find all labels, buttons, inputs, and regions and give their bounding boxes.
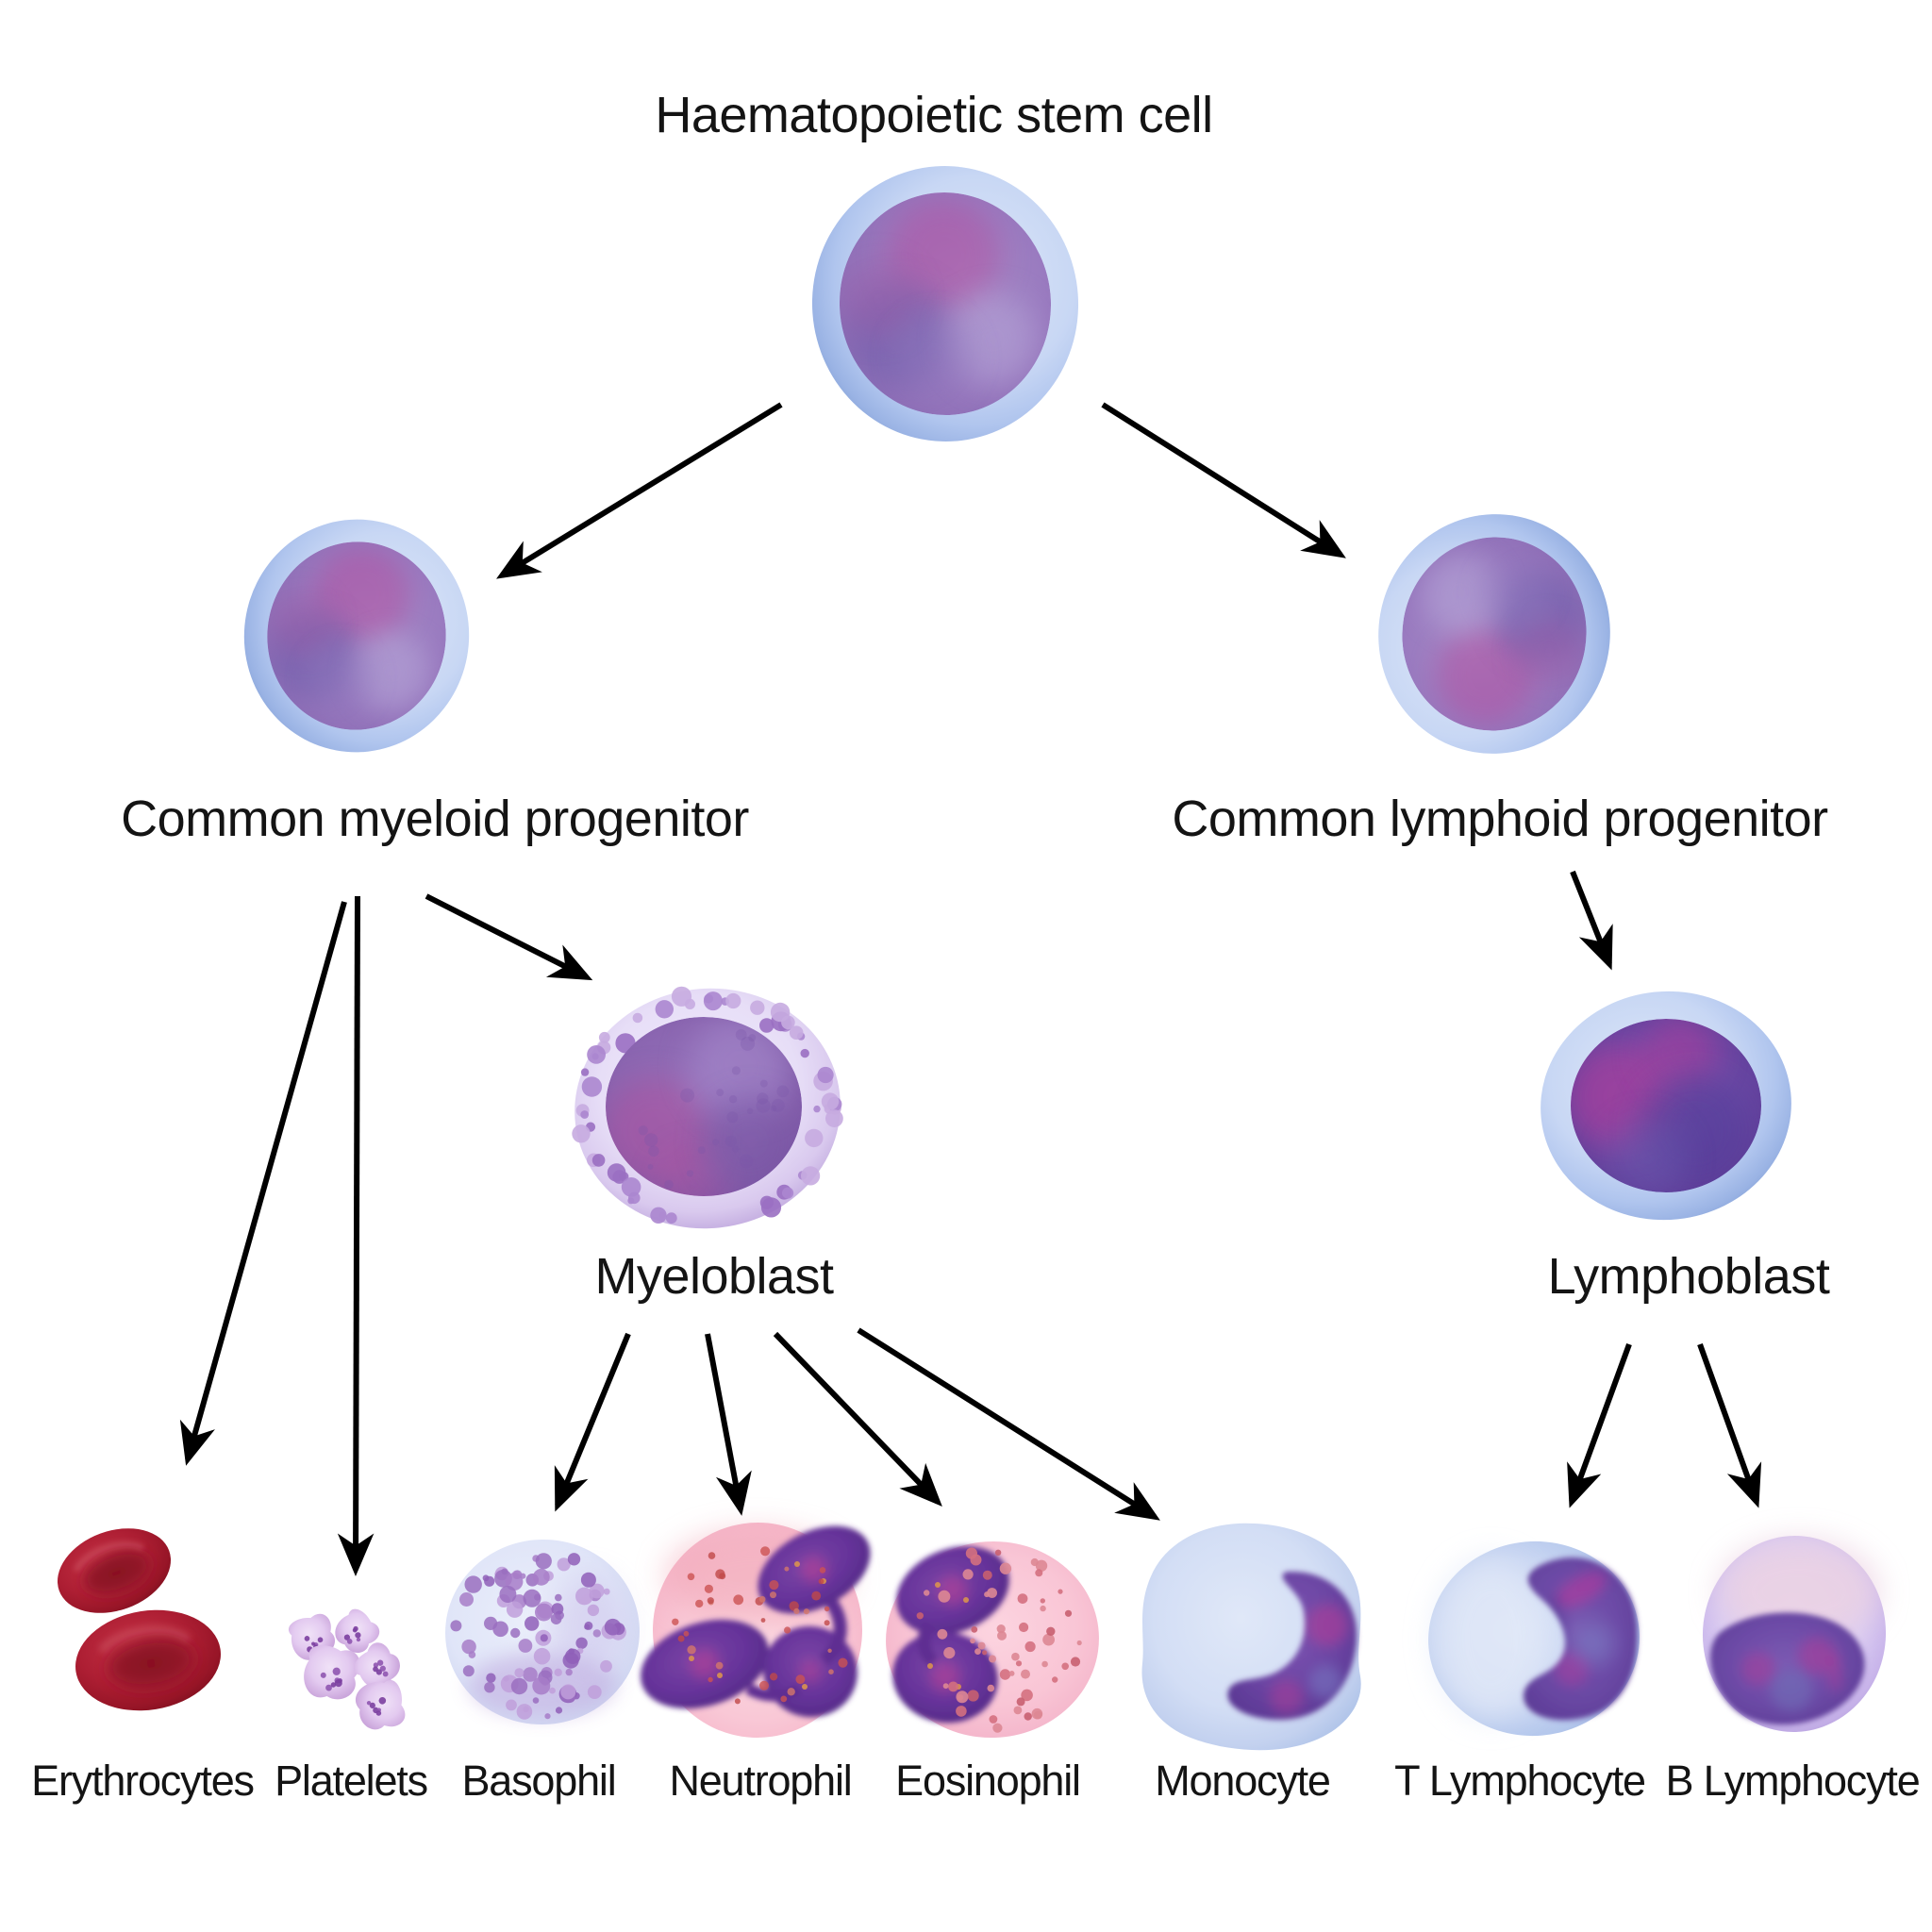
monocyte-label: Monocyte (1155, 1757, 1330, 1805)
arrow-myeloblast-to-neutrophil (705, 1333, 752, 1516)
stem-cell-illustration (803, 158, 1088, 451)
eosinophil-label: Eosinophil (895, 1757, 1080, 1805)
myeloblast-label: Myeloblast (594, 1248, 834, 1305)
arrow-myeloid-to-platelets (337, 895, 375, 1576)
arrow-myeloblast-to-eosinophil (773, 1331, 942, 1507)
t-lymphocyte-illustration (1428, 1541, 1640, 1737)
arrow-myeloblast-to-monocyte (857, 1327, 1160, 1521)
basophil-label: Basophil (461, 1757, 615, 1805)
neutrophil-label: Neutrophil (669, 1757, 851, 1805)
monocyte-illustration (1141, 1523, 1361, 1751)
platelets-illustration (284, 1604, 409, 1735)
arrow-lymphoblast-to-t-lymphocyte (1567, 1342, 1632, 1508)
common-lymphoid-progenitor-illustration (1359, 496, 1629, 773)
common-myeloid-progenitor-label: Common myeloid progenitor (121, 791, 749, 847)
basophil-illustration (445, 1539, 640, 1725)
erythrocytes-label: Erythrocytes (31, 1757, 254, 1805)
lymphoblast-label: Lymphoblast (1548, 1248, 1830, 1305)
common-myeloid-progenitor-illustration (235, 510, 479, 762)
myeloblast-illustration (572, 986, 843, 1229)
arrow-myeloid-to-myeloblast (425, 893, 593, 981)
t-lymphocyte-label: T Lymphocyte (1394, 1757, 1645, 1805)
arrow-lymphoid-to-lymphoblast (1570, 870, 1613, 971)
arrow-lymphoblast-to-b-lymphocyte (1697, 1342, 1762, 1508)
eosinophil-illustration (886, 1541, 1099, 1739)
platelets-label: Platelets (275, 1757, 427, 1805)
edges-layer (179, 402, 1762, 1576)
common-lymphoid-progenitor-label: Common lymphoid progenitor (1172, 791, 1828, 847)
arrow-myeloid-to-erythrocytes (179, 901, 347, 1466)
arrow-stem-to-myeloid (496, 402, 783, 579)
lymphoblast-illustration (1541, 991, 1791, 1221)
diagram-title: Haematopoietic stem cell (655, 87, 1212, 143)
b-lymphocyte-illustration (1702, 1536, 1887, 1732)
arrow-stem-to-lymphoid (1101, 402, 1346, 558)
b-lymphocyte-label: B Lymphocyte (1665, 1757, 1919, 1805)
neutrophil-illustration (641, 1523, 871, 1738)
erythrocytes-illustration (45, 1513, 227, 1721)
arrow-myeloblast-to-basophil (554, 1332, 631, 1512)
